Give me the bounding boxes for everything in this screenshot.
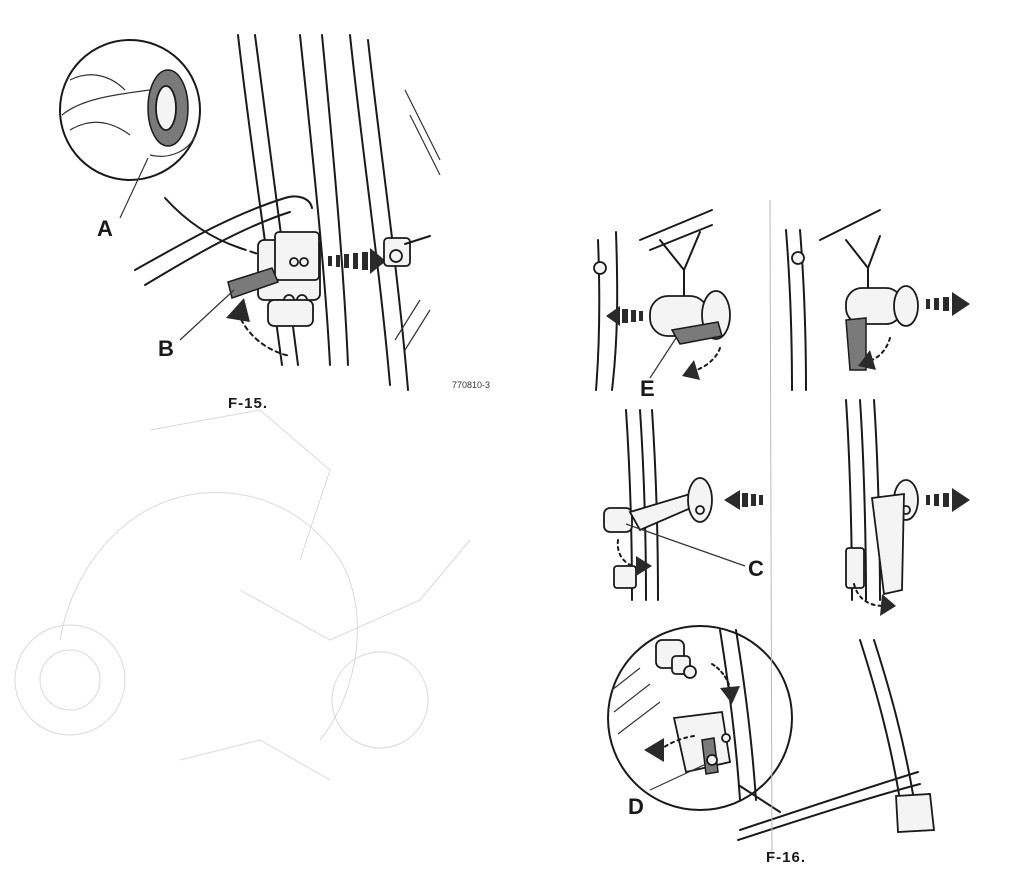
callout-b: B bbox=[158, 336, 174, 361]
figure-caption-f16: F-16. bbox=[766, 849, 807, 866]
push-direction-arrow bbox=[711, 663, 740, 704]
background-machine-sketch bbox=[14, 409, 471, 781]
door-handle-detail-magnifier bbox=[59, 39, 201, 181]
door-frame bbox=[237, 34, 441, 391]
leader-e bbox=[649, 337, 677, 379]
magnifier-pointer bbox=[164, 197, 241, 249]
push-direction-arrow bbox=[926, 292, 970, 316]
figure-caption-f15: F-15. bbox=[228, 395, 269, 412]
callout-e: E bbox=[640, 376, 655, 401]
callout-a: A bbox=[97, 216, 113, 241]
push-direction-arrow bbox=[606, 306, 643, 326]
rotation-arrow bbox=[616, 539, 652, 576]
push-direction-arrow bbox=[724, 490, 763, 510]
magnifier-pointer bbox=[739, 785, 781, 813]
leader-a bbox=[119, 157, 149, 219]
callout-d: D bbox=[628, 794, 644, 819]
leader-d bbox=[649, 763, 707, 791]
leader-c bbox=[625, 523, 746, 567]
rotation-arrow bbox=[226, 298, 291, 357]
rotation-arrow bbox=[858, 337, 891, 370]
reference-number: 770810-3 bbox=[452, 380, 491, 390]
grab-rail bbox=[134, 195, 313, 271]
rotation-arrow bbox=[853, 583, 896, 616]
figure-f15 bbox=[59, 34, 441, 391]
figure-f16 bbox=[593, 199, 970, 861]
lever-latch bbox=[227, 231, 321, 327]
panel-handle-open bbox=[785, 209, 919, 391]
grab-rail bbox=[737, 783, 921, 841]
door-catch-bracket bbox=[845, 399, 919, 601]
rotation-arrow bbox=[644, 735, 695, 762]
leader-b bbox=[179, 289, 235, 341]
rotation-arrow bbox=[682, 347, 721, 380]
callout-c: C bbox=[748, 556, 764, 581]
door-catch-bracket bbox=[603, 409, 713, 601]
panel-handle-closed bbox=[593, 209, 731, 391]
push-direction-arrow bbox=[926, 488, 970, 512]
striker-bracket bbox=[383, 235, 431, 267]
door-catch-detail-magnifier bbox=[607, 625, 793, 811]
push-direction-arrow bbox=[328, 248, 386, 274]
